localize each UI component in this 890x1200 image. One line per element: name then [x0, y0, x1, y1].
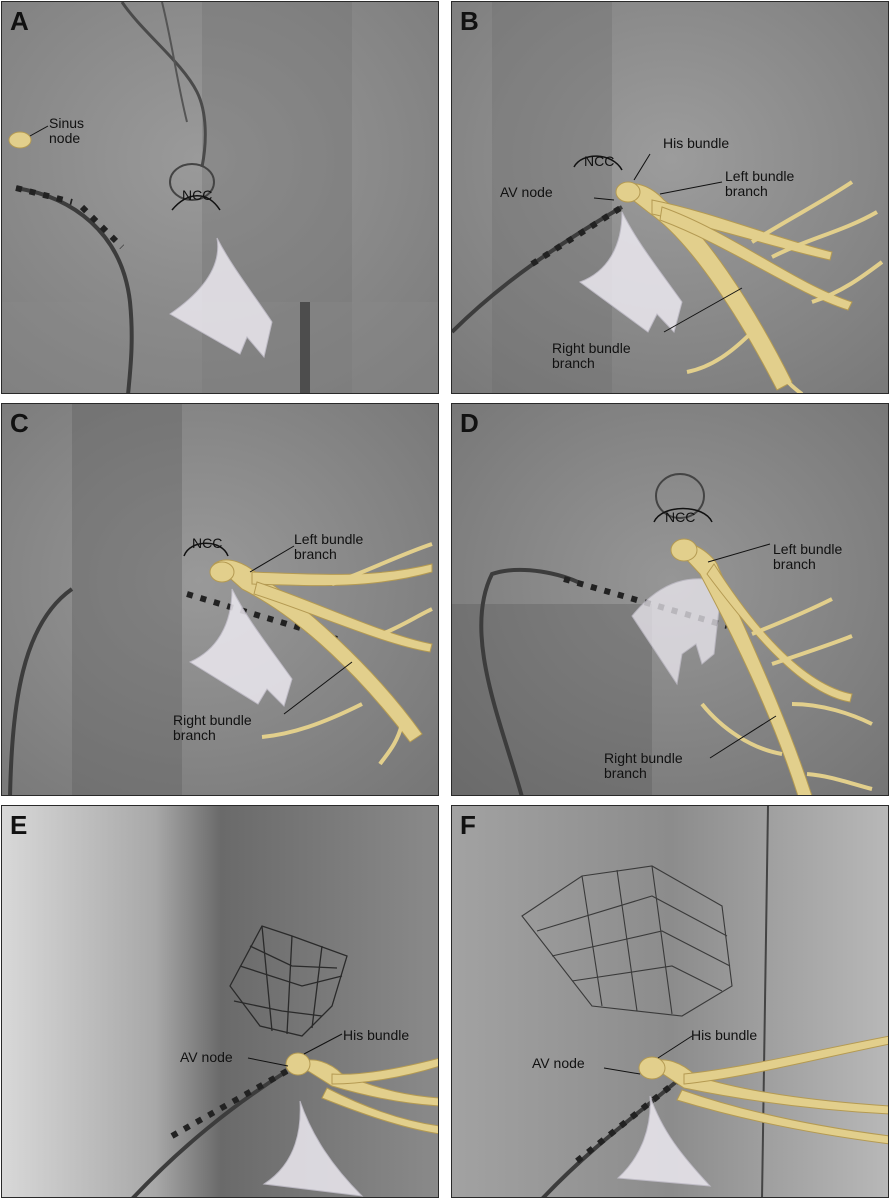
label-right-bundle-branch: Right bundle branch [604, 750, 683, 781]
fluoroscopy-image-f [452, 806, 888, 1197]
panel-c: C NCC Left bundle branch Right bundle br… [1, 403, 439, 796]
panel-f: F His bundle AV node [451, 805, 889, 1198]
label-ncc: NCC [192, 535, 223, 551]
fluoroscopy-image-a [2, 2, 438, 393]
panel-label-a: A [10, 6, 29, 36]
label-ncc: NCC [584, 153, 615, 169]
label-left-bundle-branch: Left bundle branch [773, 541, 843, 572]
panel-label-c: C [10, 408, 29, 438]
panel-d: D NCC Left bundle branch Right bundle br… [451, 403, 889, 796]
label-ncc: NCC [182, 187, 213, 203]
label-right-bundle-branch: Right bundle branch [552, 340, 631, 371]
label-left-bundle-branch: Left bundle branch [725, 168, 795, 199]
label-ncc: NCC [665, 509, 696, 525]
label-his-bundle: His bundle [691, 1027, 758, 1043]
label-his-bundle: His bundle [343, 1027, 410, 1043]
label-av-node: AV node [532, 1055, 585, 1071]
fluoroscopy-image-c [2, 404, 438, 795]
fluoroscopy-image-b [452, 2, 888, 393]
panel-label-f: F [460, 810, 476, 840]
panel-e: E His bundle AV node [1, 805, 439, 1198]
panel-label-e: E [10, 810, 28, 840]
panel-a: A Sinus node NCC [1, 1, 439, 394]
fluoroscopy-image-d [452, 404, 888, 795]
label-his-bundle: His bundle [663, 135, 730, 151]
panel-label-d: D [460, 408, 479, 438]
label-right-bundle-branch: Right bundle branch [173, 712, 252, 743]
fluoroscopy-image-e [2, 806, 438, 1197]
label-av-node: AV node [500, 184, 553, 200]
label-sinus-node: Sinus node [49, 115, 85, 146]
panel-label-b: B [460, 6, 479, 36]
label-left-bundle-branch: Left bundle branch [294, 531, 364, 562]
label-av-node: AV node [180, 1049, 233, 1065]
panel-b: B NCC His bundle AV node Left bundle bra… [451, 1, 889, 394]
